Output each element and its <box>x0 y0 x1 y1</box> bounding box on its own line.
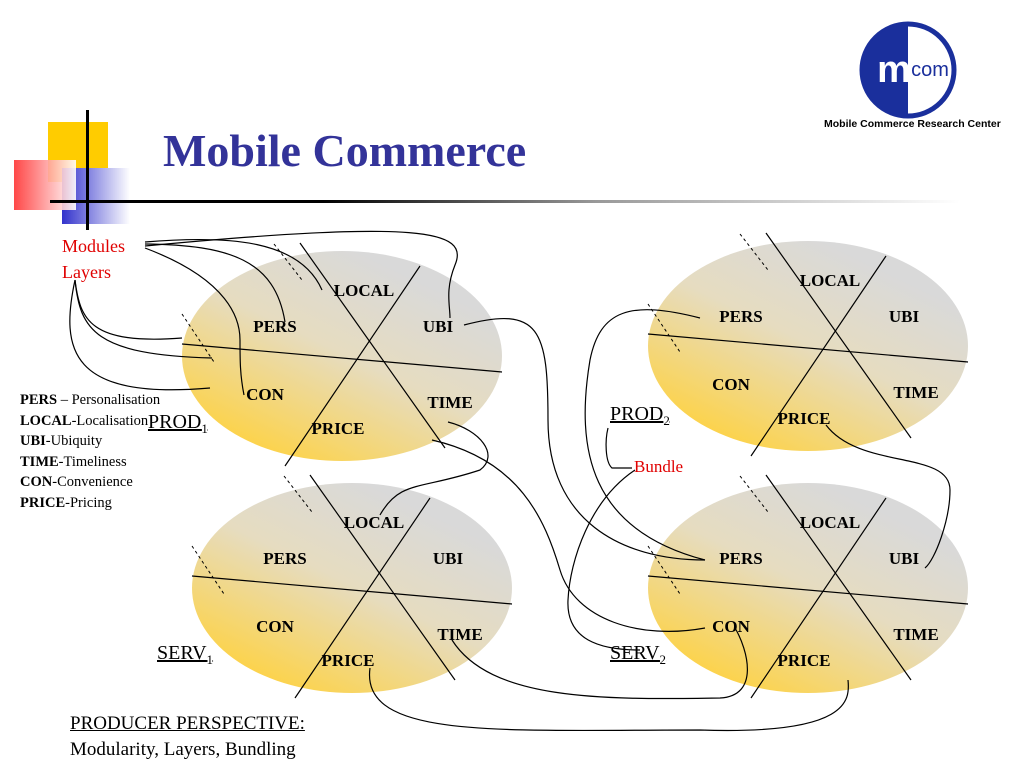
connector-curve <box>69 279 211 391</box>
logo-mark: m <box>877 49 911 91</box>
segment-label-local: LOCAL <box>800 271 860 290</box>
segment-label-con: CON <box>256 617 295 636</box>
title-decoration <box>0 100 160 230</box>
segment-label-con: CON <box>712 617 751 636</box>
layer-divider <box>647 545 681 595</box>
disc-serv2: LOCAL UBI TIME PRICE CON PERS <box>647 474 969 699</box>
annotation-bundle: Bundle <box>634 457 684 476</box>
layer-divider <box>181 313 215 363</box>
segment-label-price: PRICE <box>778 651 831 670</box>
producer-heading: PRODUCER PERSPECTIVE: <box>70 713 305 734</box>
connector-curve <box>605 427 632 469</box>
producer-text: Modularity, Layers, Bundling <box>70 739 296 760</box>
segment-divider <box>309 474 456 681</box>
legend-item: PRICE-Pricing <box>20 494 112 511</box>
connector-curve <box>584 309 706 561</box>
connector-curve <box>144 230 458 319</box>
title-underline <box>50 200 960 203</box>
connector-curve <box>144 243 286 323</box>
segment-label-local: LOCAL <box>800 513 860 532</box>
segment-divider <box>765 474 912 681</box>
segment-label-local: LOCAL <box>344 513 404 532</box>
annotation-modules: Modules <box>62 236 125 256</box>
connector-curve <box>463 317 706 561</box>
legend-item: TIME-Timeliness <box>20 453 127 470</box>
node-label-serv1: SERV1 <box>157 642 214 667</box>
segment-label-price: PRICE <box>778 409 831 428</box>
segment-divider <box>294 497 431 699</box>
page-title: Mobile Commerce <box>163 125 527 176</box>
abbreviation-legend: PERS – Personalisation LOCAL-Localisatio… <box>20 390 160 513</box>
segment-divider <box>284 265 421 467</box>
connector-curve <box>431 439 706 632</box>
segment-divider <box>765 232 912 439</box>
segment-divider <box>750 255 887 457</box>
segment-label-time: TIME <box>893 383 938 402</box>
vertical-rule <box>86 110 89 230</box>
connector-curve <box>451 627 748 700</box>
legend-item: CON-Convenience <box>20 474 133 490</box>
segment-label-pers: PERS <box>253 317 296 336</box>
connector-curve <box>144 247 245 396</box>
producer-perspective: PRODUCER PERSPECTIVE: Modularity, Layers… <box>70 711 305 763</box>
layer-divider <box>739 233 769 271</box>
mcom-logo-icon: m com <box>859 21 957 119</box>
legend-item: UBI-Ubiquity <box>20 433 103 449</box>
connector-curve <box>379 421 489 516</box>
segment-label-time: TIME <box>427 393 472 412</box>
segment-divider <box>299 242 446 449</box>
logo-suffix: com <box>911 59 949 81</box>
connector-curve <box>368 667 849 732</box>
layer-divider <box>283 475 313 513</box>
node-label-serv2: SERV2 <box>610 642 667 667</box>
disc-serv1: LOCAL UBI TIME PRICE CON PERS <box>191 474 513 699</box>
node-label-prod1: PROD1 <box>148 411 208 436</box>
segment-label-con: CON <box>712 375 751 394</box>
disc-body <box>192 483 512 693</box>
segment-label-con: CON <box>246 385 285 404</box>
disc-body <box>648 483 968 693</box>
segment-label-time: TIME <box>893 625 938 644</box>
connector-curve <box>74 279 213 359</box>
disc-prod2: LOCAL UBI TIME PRICE CON PERS <box>647 232 969 457</box>
annotation-layers: Layers <box>62 262 111 282</box>
connector-curve <box>825 424 951 569</box>
segment-label-time: TIME <box>437 625 482 644</box>
logo-caption: Mobile Commerce Research Center <box>824 118 1001 130</box>
segment-label-pers: PERS <box>719 307 762 326</box>
segment-divider <box>181 343 503 373</box>
segment-label-pers: PERS <box>263 549 306 568</box>
segment-label-pers: PERS <box>719 549 762 568</box>
segment-divider <box>750 497 887 699</box>
segment-divider <box>647 333 969 363</box>
disc-body <box>182 251 502 461</box>
segment-label-local: LOCAL <box>334 281 394 300</box>
layer-divider <box>739 475 769 513</box>
legend-item: PERS – Personalisation <box>20 392 161 408</box>
node-label-prod2: PROD2 <box>610 403 670 428</box>
layer-divider <box>273 243 303 281</box>
connector-curve <box>74 279 183 340</box>
segment-label-price: PRICE <box>322 651 375 670</box>
segment-divider <box>191 575 513 605</box>
connector-curve <box>144 238 323 291</box>
disc-body <box>648 241 968 451</box>
segment-divider <box>647 575 969 605</box>
segment-label-ubi: UBI <box>433 549 464 568</box>
segment-label-price: PRICE <box>312 419 365 438</box>
segment-label-ubi: UBI <box>423 317 454 336</box>
legend-item: LOCAL-Localisation <box>20 412 149 429</box>
mcom-logo: m com <box>858 20 958 120</box>
segment-label-ubi: UBI <box>889 307 920 326</box>
layer-divider <box>647 303 681 353</box>
layer-divider <box>191 545 225 595</box>
connector-curve <box>567 469 641 651</box>
disc-prod1: LOCAL UBI TIME PRICE CON PERS <box>181 242 503 467</box>
segment-label-ubi: UBI <box>889 549 920 568</box>
